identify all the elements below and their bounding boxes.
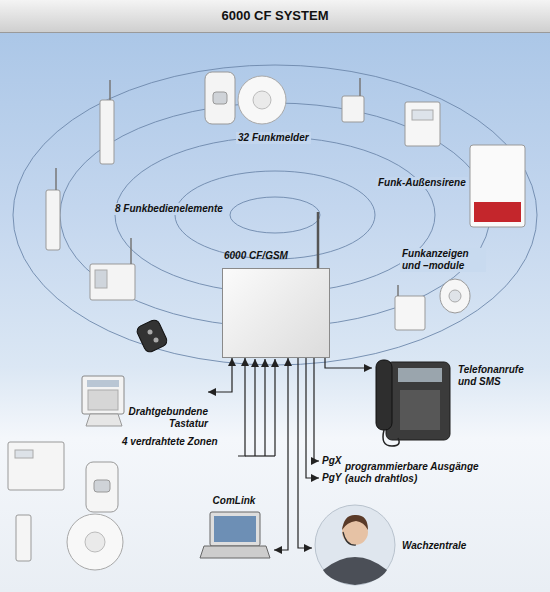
- wireless-keypad: [90, 264, 135, 300]
- fob-button: [148, 330, 153, 335]
- text-label: Funkanzeigen und –module: [400, 248, 486, 272]
- node-label: 4 verdrahtete Zonen: [122, 436, 218, 448]
- node-label: Wachzentrale: [402, 540, 466, 552]
- telephone-body: [386, 362, 450, 440]
- key-fob: [135, 318, 169, 354]
- outdoor-siren: [470, 145, 525, 227]
- telephone-group: Telefonanrufe und SMS: [372, 352, 540, 448]
- motion-detector: [205, 72, 235, 124]
- zone-wire: [264, 359, 265, 456]
- text-label: Funk-Außensirene: [376, 177, 468, 189]
- keypad-keys: [88, 390, 118, 410]
- text-label: 8 Funkbedienelemente: [113, 203, 225, 215]
- operator-hair: [342, 515, 368, 530]
- wired-connection: [238, 358, 245, 456]
- telephone-cord: [383, 430, 399, 446]
- door-contact: [100, 100, 114, 164]
- laptop-base: [200, 546, 270, 558]
- antenna: [397, 285, 399, 296]
- radio-ring: [13, 65, 537, 365]
- fob-button: [154, 338, 159, 343]
- keypad-stand: [86, 414, 122, 426]
- motion-lens: [94, 480, 110, 492]
- transmitter: [46, 190, 60, 250]
- text-label: PgY: [320, 472, 343, 484]
- wired-connection: [325, 358, 372, 368]
- antenna: [317, 212, 320, 268]
- siren-flash: [474, 202, 521, 222]
- text-label: 32 Funkmelder: [236, 132, 311, 144]
- module-display: [15, 450, 33, 458]
- monitoring-station: Wachzentrale: [312, 500, 475, 588]
- node-label: Telefonanrufe und SMS: [458, 364, 538, 388]
- zone-wire: [254, 359, 255, 456]
- keypad-display: [87, 380, 119, 387]
- wired-connection: [298, 358, 312, 548]
- wired-zones-group: 4 verdrahtete Zonen: [122, 435, 238, 460]
- wired-keypad-group: Drahtgebundene Tastatur: [80, 370, 208, 432]
- telephone-display: [398, 368, 442, 382]
- text-label: PgX: [320, 455, 343, 467]
- wired-keypad: [82, 376, 124, 414]
- zone-wire: [245, 455, 275, 456]
- pendant: [440, 279, 470, 313]
- wired-connection: [274, 358, 288, 550]
- operator-body: [323, 557, 387, 585]
- smoke-detector-center: [253, 91, 271, 109]
- radio-module: [405, 102, 440, 146]
- smoke-detector-center: [85, 532, 105, 552]
- output-wire: [306, 358, 319, 478]
- antenna: [109, 80, 111, 100]
- radio-ring: [175, 171, 375, 259]
- antenna: [359, 78, 361, 96]
- output-wire: [314, 358, 319, 461]
- keypad-keys: [95, 270, 107, 288]
- antenna: [130, 238, 132, 264]
- comlink-laptop: ComLink: [196, 495, 274, 565]
- radio-ring: [230, 197, 320, 233]
- diagram-title: 6000 CF SYSTEM: [0, 8, 550, 23]
- text-label: programmierbare Ausgänge (auch drahtlos): [343, 461, 487, 485]
- transmitter: [342, 96, 364, 122]
- door-contact: [16, 515, 31, 561]
- laptop-display: [214, 516, 256, 542]
- motion-lens: [213, 92, 227, 104]
- radio-module: [395, 296, 425, 330]
- laptop-screen: [210, 512, 260, 546]
- control-panel: 6000 CF/GSM: [222, 246, 330, 358]
- telephone-keys: [400, 390, 440, 430]
- antenna: [55, 168, 57, 190]
- smoke-detector: [67, 514, 123, 570]
- module-display: [412, 110, 433, 120]
- node-label: ComLink: [196, 495, 272, 507]
- zone-wire: [274, 359, 275, 456]
- pendant-button: [449, 290, 461, 302]
- node-label: 6000 CF/GSM: [224, 250, 288, 262]
- operator-photo: [315, 505, 395, 585]
- node-label: Drahtgebundene Tastatur: [124, 406, 208, 430]
- wired-connection: [208, 358, 232, 392]
- panel-housing: [222, 268, 330, 358]
- motion-detector: [86, 462, 118, 512]
- headset: [343, 532, 356, 545]
- smoke-detector: [238, 76, 286, 124]
- zone-module: [8, 442, 64, 490]
- telephone-handset: [376, 360, 392, 430]
